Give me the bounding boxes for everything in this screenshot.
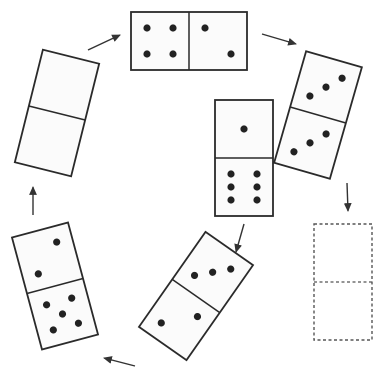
arrow-bottom-right-to-bottom-left [104, 358, 135, 366]
domino-tile-center [215, 100, 273, 216]
pip [143, 50, 150, 57]
arrow-top-to-upper-right [262, 34, 296, 44]
arrow-center-to-bottom-right [236, 224, 244, 252]
arrow-upper-right-to-missing [347, 183, 348, 211]
pip [227, 196, 234, 203]
pip [253, 170, 260, 177]
domino-tile-bottom-left [12, 222, 98, 349]
pip [227, 50, 234, 57]
arrow-upper-left-to-top [88, 35, 120, 50]
domino-tile-upper-left [15, 50, 99, 177]
pip [169, 50, 176, 57]
pip [143, 24, 150, 31]
pip [253, 196, 260, 203]
domino-tile-lower-right-missing [314, 224, 372, 340]
pip [169, 24, 176, 31]
pip [227, 170, 234, 177]
pip [227, 183, 234, 190]
pip [240, 125, 247, 132]
domino-tile-upper-right [274, 51, 362, 178]
pip [201, 24, 208, 31]
pip [253, 183, 260, 190]
domino-tile-top [131, 12, 247, 70]
